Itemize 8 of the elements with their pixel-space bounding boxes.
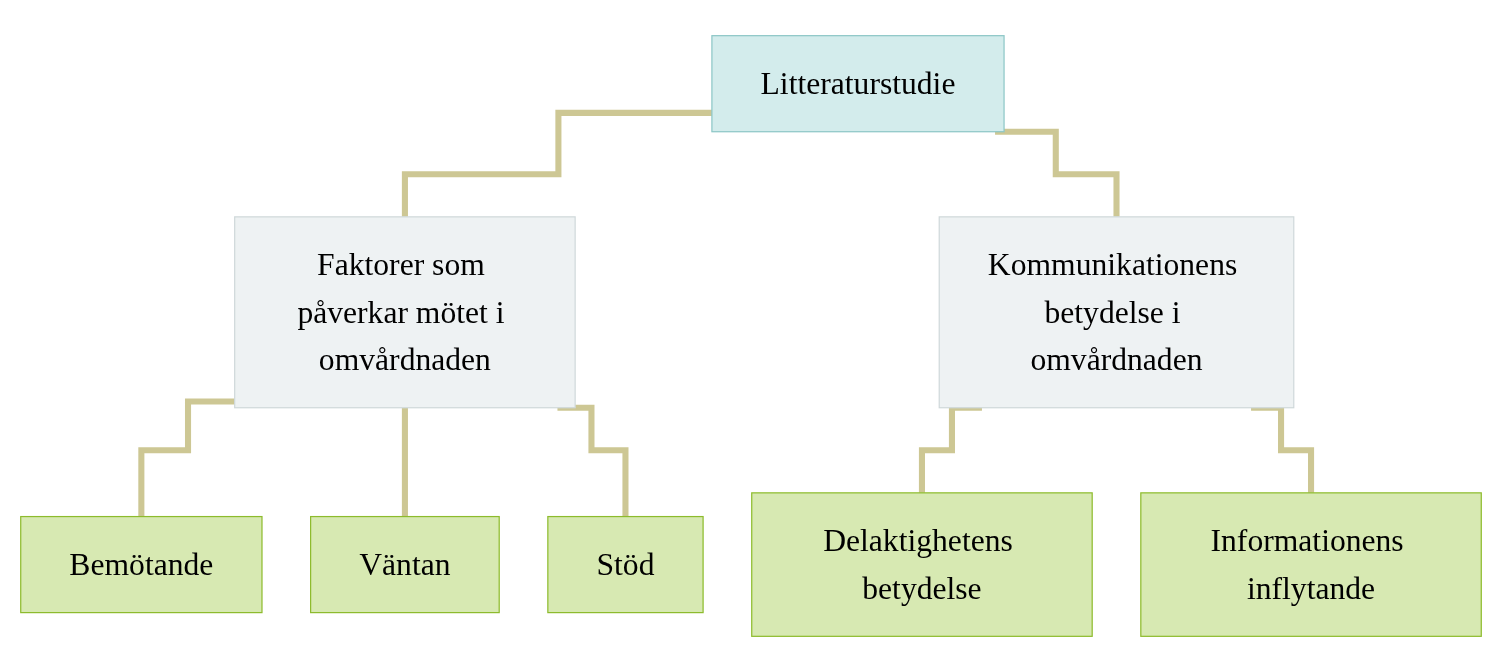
- node-box: Delaktighetens betydelse: [750, 491, 1093, 637]
- node-box: Bemötande: [19, 515, 263, 613]
- node-box: Väntan: [309, 515, 500, 613]
- node-box: Kommunikationens betydelse i omvårdnaden: [938, 215, 1294, 408]
- node-box: Stöd: [546, 515, 704, 613]
- node-box: Litteraturstudie: [710, 34, 1005, 132]
- node-box: Faktorer som påverkar mötet i omvårdnaden: [233, 215, 576, 408]
- node-box: Informationens inflytande: [1139, 491, 1482, 637]
